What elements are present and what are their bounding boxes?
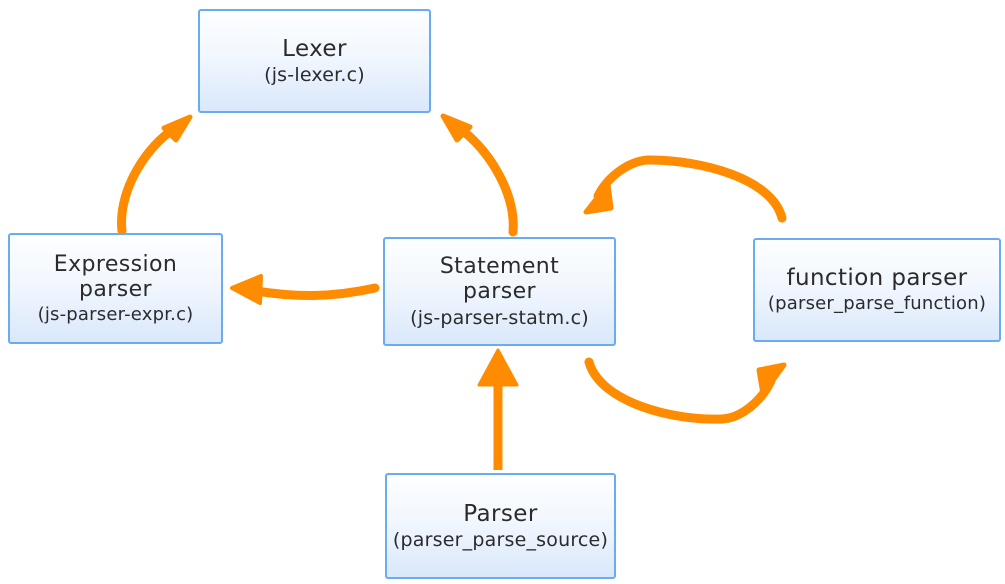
node-statement-parser[interactable]: Statement parser (js-parser-statm.c) [383,237,616,346]
node-statement-parser-subtitle: (js-parser-statm.c) [410,307,589,329]
node-lexer-title: Lexer [282,35,347,62]
node-lexer[interactable]: Lexer (js-lexer.c) [198,9,431,113]
node-expression-parser-subtitle: (js-parser-expr.c) [37,303,194,325]
edge-function-to-statm [583,155,787,223]
edge-parser-to-statm [477,348,519,470]
node-function-parser-title: function parser [786,265,968,292]
node-expression-parser[interactable]: Expression parser (js-parser-expr.c) [8,233,223,344]
edge-expr-to-lexer [117,114,193,236]
node-parser[interactable]: Parser (parser_parse_source) [385,473,616,579]
node-parser-title: Parser [463,500,538,527]
node-function-parser-subtitle: (parser_parse_function) [767,292,987,314]
node-lexer-subtitle: (js-lexer.c) [264,64,365,87]
edge-statm-to-lexer [440,113,518,237]
edge-statm-to-expr [230,274,380,305]
node-expression-parser-title-line1: Expression [53,251,178,277]
node-expression-parser-title-line2: parser [79,277,152,303]
edge-statm-to-function [584,357,787,424]
node-statement-parser-title-line1: Statement [439,253,560,279]
node-parser-subtitle: (parser_parse_source) [392,529,609,552]
node-statement-parser-title-line2: parser [463,279,536,305]
node-function-parser[interactable]: function parser (parser_parse_function) [753,238,1001,342]
